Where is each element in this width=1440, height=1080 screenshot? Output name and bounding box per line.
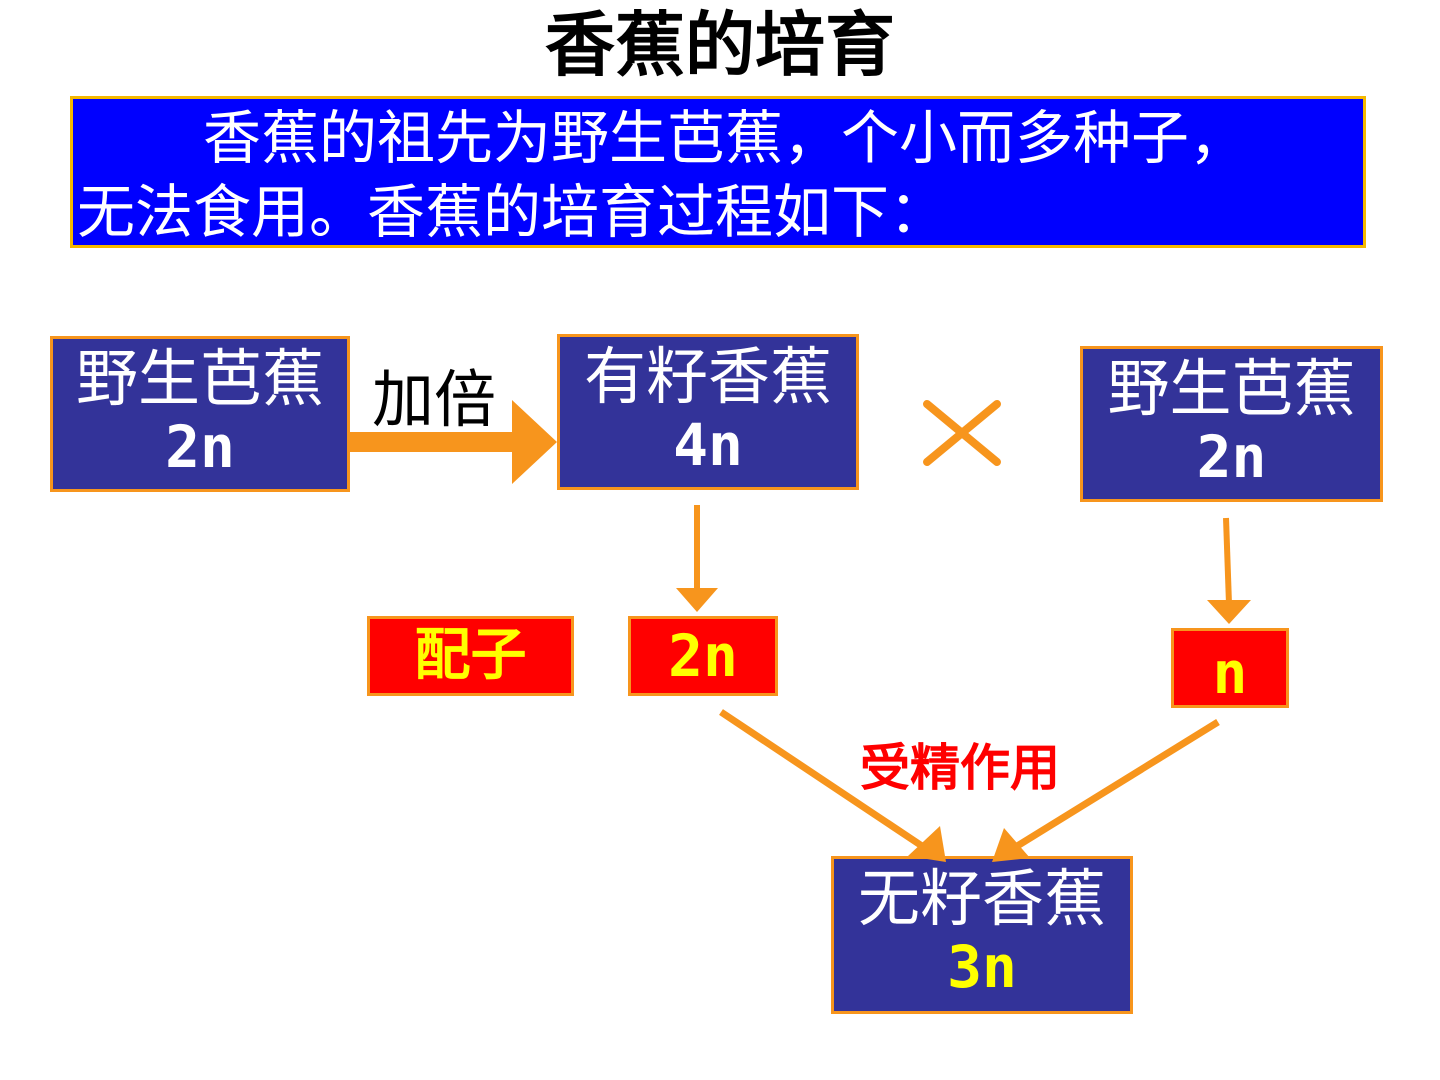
doubling-label: 加倍	[372, 363, 497, 436]
node-name: 野生芭蕉	[75, 342, 324, 415]
node-name: 有籽香蕉	[583, 340, 832, 413]
node-ploidy: 4n	[673, 411, 743, 479]
node-ploidy: 2n	[1196, 423, 1267, 491]
gamete-label-box: 配子	[367, 616, 574, 696]
arrow-wild-to-gamete	[1207, 517, 1251, 624]
node-ploidy: 2n	[165, 413, 235, 481]
node-name: 无籽香蕉	[857, 862, 1106, 935]
cross-icon	[923, 400, 1001, 466]
gamete-2n-box: 2n	[628, 616, 778, 696]
fertilization-label: 受精作用	[860, 739, 1060, 797]
node-wild-banana-left: 野生芭蕉 2n	[50, 336, 350, 492]
intro-line-2: 无法食用。香蕉的培育过程如下：	[77, 178, 948, 246]
gamete-n-box: n	[1171, 628, 1289, 708]
node-name: 野生芭蕉	[1107, 352, 1356, 425]
node-seedless-banana: 无籽香蕉 3n	[831, 856, 1133, 1014]
intro-line-1: 香蕉的祖先为野生芭蕉，个小而多种子，	[203, 104, 1248, 172]
gamete-n: n	[1212, 639, 1248, 707]
node-seeded-banana: 有籽香蕉 4n	[557, 334, 859, 490]
node-wild-banana-right: 野生芭蕉 2n	[1080, 346, 1383, 502]
gamete-2n: 2n	[668, 622, 738, 690]
intro-text-box: 香蕉的祖先为野生芭蕉，个小而多种子， 无法食用。香蕉的培育过程如下：	[70, 96, 1366, 248]
page-title: 香蕉的培育	[545, 3, 895, 86]
gamete-label: 配子	[414, 623, 527, 688]
arrow-seeded-to-gamete	[676, 505, 718, 612]
node-ploidy: 3n	[947, 933, 1017, 1001]
